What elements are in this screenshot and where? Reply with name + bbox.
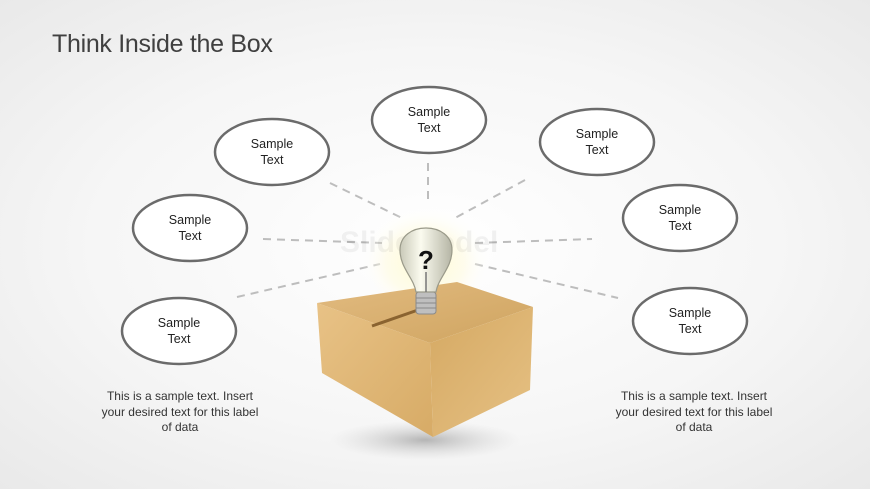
oval-upper-right <box>538 107 656 177</box>
oval-text: Text <box>417 121 441 135</box>
oval-text: Sample <box>168 213 212 227</box>
note-line: of data <box>675 420 713 434</box>
oval-text: Sample <box>250 137 294 151</box>
oval-text: Sample <box>668 306 712 320</box>
connector-upper-right <box>454 179 526 219</box>
oval-text: Sample <box>157 316 201 330</box>
connector-upper-left <box>329 182 403 219</box>
note-line: your desired text for this label <box>615 404 773 419</box>
oval-text: Text <box>167 332 191 346</box>
box-slot <box>371 308 419 328</box>
oval-top <box>370 85 488 155</box>
connector-right <box>474 238 593 244</box>
oval-lower-right <box>631 286 749 356</box>
box-right <box>430 307 533 437</box>
ovals <box>120 85 749 366</box>
oval-lower-left <box>120 296 238 366</box>
oval-text: Text <box>260 153 284 167</box>
oval-mid-left <box>131 193 249 263</box>
oval-text: Sample <box>407 105 451 119</box>
oval-text: Text <box>178 229 202 243</box>
note-right: This is a sample text. Insert your desir… <box>594 389 794 436</box>
oval-mid-right <box>621 183 739 253</box>
note-line: of data <box>161 420 199 434</box>
note-line: This is a sample text. Insert <box>620 389 768 403</box>
box-left <box>317 303 433 437</box>
lightbulb-question-icon: ? <box>399 227 453 315</box>
note-left: This is a sample text. Insert your desir… <box>80 389 280 436</box>
oval-text: Sample <box>658 203 702 217</box>
oval-text: Text <box>585 143 609 157</box>
slide-title: Think Inside the Box <box>52 30 273 58</box>
svg-text:?: ? <box>418 245 434 275</box>
connector-lower-left <box>236 263 381 298</box>
oval-text: Text <box>678 322 702 336</box>
oval-text: Text <box>668 219 692 233</box>
oval-upper-left <box>213 117 331 187</box>
oval-text: Sample <box>575 127 619 141</box>
note-line: your desired text for this label <box>101 404 259 419</box>
note-line: This is a sample text. Insert <box>106 389 254 403</box>
box-shadow <box>330 420 520 460</box>
connector-lower-right <box>474 263 619 299</box>
connector-left <box>262 238 383 244</box>
connector-lines <box>236 163 619 299</box>
